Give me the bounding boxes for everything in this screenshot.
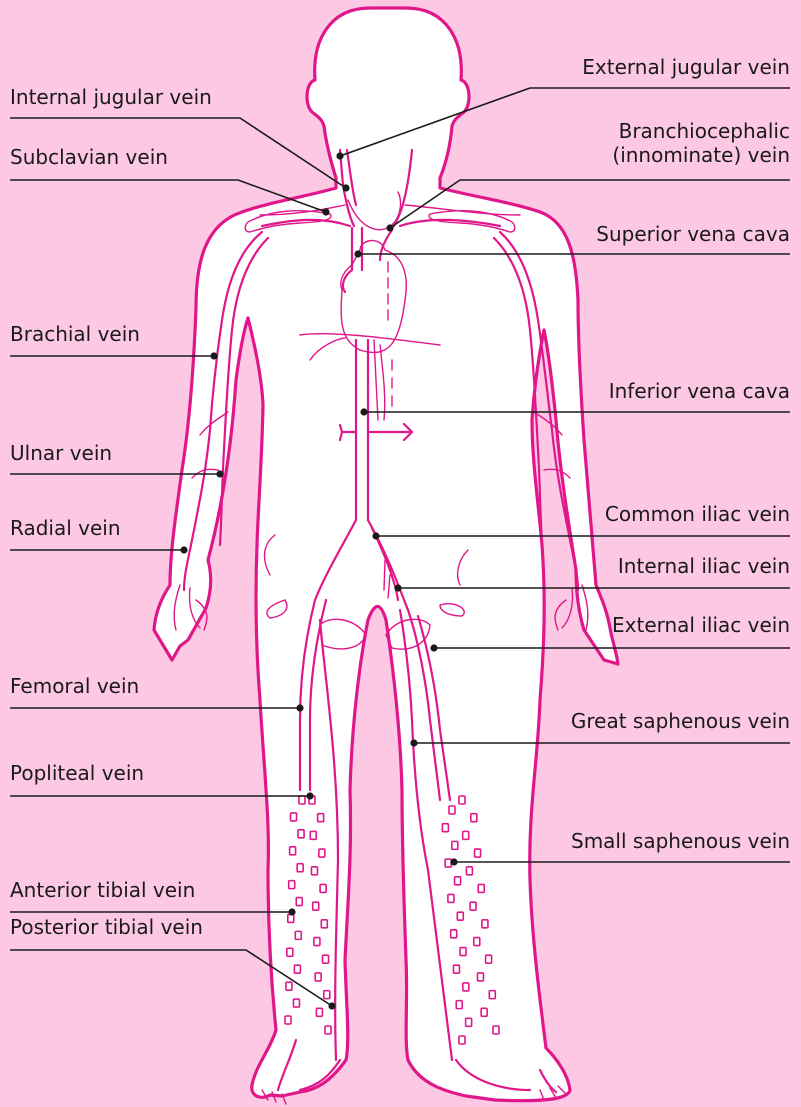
vein-valve	[455, 877, 461, 885]
external-jugular-vein-pointer-dot	[336, 152, 343, 159]
vein-valve	[463, 983, 469, 991]
vein-valve	[477, 973, 483, 981]
vein-valve	[318, 814, 324, 822]
vein-valve	[299, 796, 305, 804]
great-saphenous-vein-pointer-dot	[410, 739, 417, 746]
vein-valve	[323, 955, 329, 963]
posterior-tibial-vein-pointer-dot	[328, 1002, 335, 1009]
inferior-vena-cava-pointer-dot	[360, 408, 367, 415]
vein-valve	[451, 930, 457, 938]
vein-valve	[470, 902, 476, 910]
internal-jugular-vein-label: Internal jugular vein	[10, 85, 212, 109]
vein-valve	[286, 982, 292, 990]
vein-valve	[290, 847, 296, 855]
vein-valve	[320, 884, 326, 892]
vein-valve	[288, 914, 294, 922]
vein-valve	[285, 1016, 291, 1024]
vein-valve	[298, 830, 304, 838]
vein-valve	[313, 902, 319, 910]
vein-valve	[289, 881, 295, 889]
vein-valve	[460, 948, 466, 956]
vein-valve	[466, 867, 472, 875]
vein-valve	[324, 991, 330, 999]
vein-valve	[493, 1026, 499, 1034]
external-iliac-vein-label: External iliac vein	[612, 613, 790, 637]
vein-valve	[449, 806, 455, 814]
vein-valve	[453, 965, 459, 973]
vein-valve	[294, 965, 300, 973]
radial-vein-pointer-dot	[180, 546, 187, 553]
ulnar-vein-label: Ulnar vein	[10, 441, 112, 465]
vein-valve	[296, 898, 302, 906]
vein-valve	[448, 894, 454, 902]
ulnar-vein-pointer-dot	[216, 470, 223, 477]
vein-valve	[297, 864, 303, 872]
common-iliac-vein-label: Common iliac vein	[605, 502, 790, 526]
vein-valve	[463, 831, 469, 839]
vein-valve	[482, 920, 488, 928]
external-iliac-vein-pointer-dot	[430, 644, 437, 651]
vein-valve	[295, 931, 301, 939]
vein-valve	[311, 867, 317, 875]
external-jugular-vein-label: External jugular vein	[582, 55, 790, 79]
small-saphenous-vein-pointer-dot	[450, 858, 457, 865]
superior-vena-cava-pointer-dot	[354, 250, 361, 257]
internal-iliac-vein-label: Internal iliac vein	[618, 554, 790, 578]
brachial-vein-label: Brachial vein	[10, 322, 140, 346]
brachiocephalic-vein-pointer-dot	[386, 224, 393, 231]
vein-valve	[316, 1008, 322, 1016]
small-saphenous-vein-label: Small saphenous vein	[571, 829, 790, 853]
popliteal-vein-pointer-dot	[306, 792, 313, 799]
vein-valve	[442, 824, 448, 832]
vein-valve	[293, 999, 299, 1007]
vein-valve	[478, 884, 484, 892]
internal-jugular-vein-pointer-dot	[342, 184, 349, 191]
vein-valve	[310, 831, 316, 839]
femoral-vein-label: Femoral vein	[10, 674, 139, 698]
subclavian-vein-label: Subclavian vein	[10, 145, 168, 169]
vein-valve	[459, 796, 465, 804]
great-saphenous-vein-label: Great saphenous vein	[571, 709, 790, 733]
vein-valve	[474, 938, 480, 946]
subclavian-vein-pointer-dot	[322, 208, 329, 215]
vein-valve	[315, 973, 321, 981]
vein-valve	[452, 841, 458, 849]
vein-valve	[481, 1008, 487, 1016]
vein-valve	[287, 948, 293, 956]
vein-valve	[457, 912, 463, 920]
anterior-tibial-vein-label: Anterior tibial vein	[10, 878, 195, 902]
popliteal-vein-label: Popliteal vein	[10, 761, 144, 785]
brachial-vein-pointer-dot	[210, 352, 217, 359]
femoral-vein-pointer-dot	[296, 704, 303, 711]
brachiocephalic-vein-label-line-1: Branchiocephalic	[619, 119, 790, 143]
inferior-vena-cava-label: Inferior vena cava	[609, 379, 790, 403]
vein-valve	[321, 920, 327, 928]
vein-valve	[456, 1001, 462, 1009]
radial-vein-label: Radial vein	[10, 516, 121, 540]
anterior-tibial-vein-pointer-dot	[288, 908, 295, 915]
vein-valve	[486, 955, 492, 963]
vein-valve	[325, 1026, 331, 1034]
vein-valve	[471, 814, 477, 822]
vein-valve	[314, 938, 320, 946]
vein-valve	[445, 859, 451, 867]
vein-valve	[475, 849, 481, 857]
superior-vena-cava-label: Superior vena cava	[596, 222, 790, 246]
brachiocephalic-vein-label-line-2: (innominate) vein	[612, 143, 790, 167]
vein-valve	[489, 991, 495, 999]
vein-valve	[319, 849, 325, 857]
common-iliac-vein-pointer-dot	[372, 532, 379, 539]
vein-valve	[291, 813, 297, 821]
vein-valve	[459, 1036, 465, 1044]
vein-valve	[466, 1018, 472, 1026]
posterior-tibial-vein-label: Posterior tibial vein	[10, 915, 203, 939]
internal-iliac-vein-pointer-dot	[394, 584, 401, 591]
